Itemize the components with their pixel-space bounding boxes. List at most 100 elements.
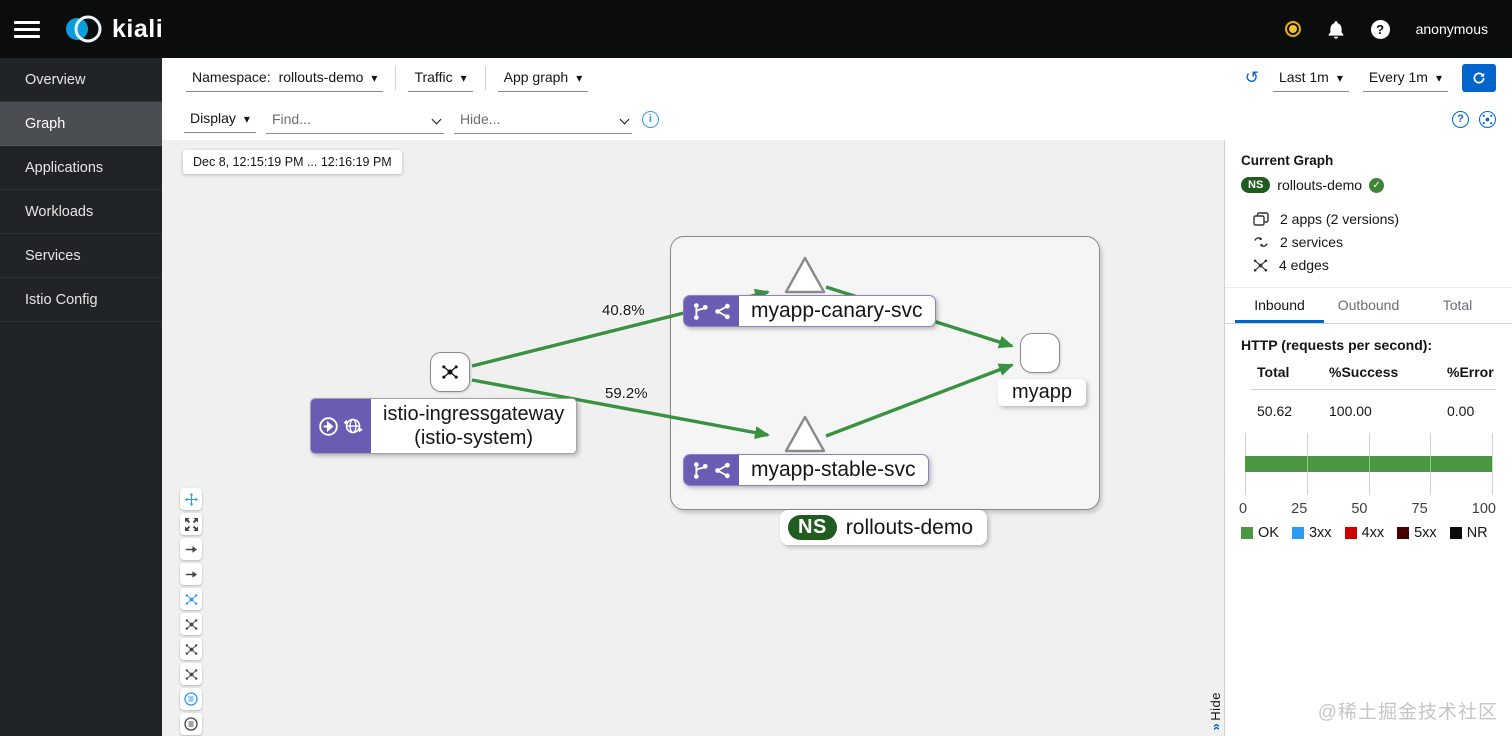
help-icon[interactable]: ? <box>1370 19 1390 39</box>
graph-legend-icon[interactable] <box>1479 110 1496 128</box>
username[interactable]: anonymous <box>1415 21 1488 37</box>
sidebar-item-graph[interactable]: Graph <box>0 102 162 146</box>
duration-dropdown[interactable]: Last 1m <box>1273 65 1349 92</box>
stat-apps: 2 apps (2 versions) <box>1253 211 1496 227</box>
traffic-tabs: Inbound Outbound Total <box>1225 287 1512 324</box>
virtual-service-icon <box>693 302 708 320</box>
node-istio-ingressgateway[interactable] <box>430 352 470 392</box>
graph-canvas[interactable]: Dec 8, 12:15:19 PM ... 12:16:19 PM <box>162 140 1224 736</box>
sidebar-item-istio-config[interactable]: Istio Config <box>0 278 162 322</box>
stat-edges: 4 edges <box>1253 257 1496 273</box>
edges-icon <box>1253 259 1268 271</box>
sidebar-item-workloads[interactable]: Workloads <box>0 190 162 234</box>
workload-mesh-icon <box>442 365 458 379</box>
duration-label: Last 1m <box>1279 68 1329 85</box>
namespace-box-label[interactable]: NS rollouts-demo <box>780 510 988 545</box>
find-hide-help-icon[interactable]: i <box>641 110 659 128</box>
layout-default-button[interactable] <box>180 588 202 610</box>
http-ok-bar <box>1245 456 1492 472</box>
tick-label: 50 <box>1351 501 1368 517</box>
stat-label: 4 edges <box>1279 257 1329 273</box>
applications-icon <box>1253 211 1269 226</box>
legend-swatch <box>1449 527 1462 539</box>
drag-pan-button[interactable] <box>180 488 202 510</box>
graph-time-range: Dec 8, 12:15:19 PM ... 12:16:19 PM <box>183 150 402 174</box>
tab-outbound[interactable]: Outbound <box>1337 297 1400 313</box>
graph-type-dropdown[interactable]: App graph <box>497 65 589 92</box>
sidebar: Overview Graph Applications Workloads Se… <box>0 58 162 736</box>
bar-gridline <box>1368 456 1370 472</box>
http-status-chart: 0 25 50 75 100 OK 3xx 4xx 5xx NR <box>1239 433 1496 541</box>
sidebar-item-label: Applications <box>25 159 104 176</box>
edge-traffic-percent-stable: 59.2% <box>605 385 648 402</box>
cell-error: 0.00 <box>1447 403 1475 419</box>
kiali-logo: kiali <box>62 12 163 46</box>
mesh-status-icon[interactable] <box>1284 21 1301 37</box>
refresh-interval-dropdown[interactable]: Every 1m <box>1362 65 1448 92</box>
stat-label: 2 apps (2 versions) <box>1280 211 1400 227</box>
sidebar-item-applications[interactable]: Applications <box>0 146 162 190</box>
legend-item-nr: NR <box>1449 525 1488 541</box>
chevron-down-icon <box>244 110 250 126</box>
node-myapp-stable-svc[interactable] <box>782 413 828 456</box>
tab-inbound[interactable]: Inbound <box>1235 288 1324 323</box>
chevron-down-icon <box>461 69 467 85</box>
col-header-total: Total <box>1257 364 1290 380</box>
namespace-layout-b-button[interactable] <box>180 713 202 735</box>
sidebar-item-overview[interactable]: Overview <box>0 58 162 102</box>
layout-3-button[interactable] <box>180 663 202 685</box>
legend-swatch <box>1397 527 1410 539</box>
label-myapp[interactable]: myapp <box>998 379 1087 406</box>
hide-all-edges-button[interactable] <box>180 563 202 585</box>
refresh-interval-label: Every 1m <box>1368 68 1428 85</box>
label-myapp-canary-svc[interactable]: myapp-canary-svc <box>683 295 936 327</box>
legend-label: 3xx <box>1308 525 1332 541</box>
display-dropdown[interactable]: Display <box>184 106 256 133</box>
hide-healthy-edges-button[interactable] <box>180 538 202 560</box>
istio-config-ok-icon: ✓ <box>1369 177 1385 193</box>
brand-name: kiali <box>112 14 164 43</box>
display-label: Display <box>190 109 236 126</box>
edge-traffic-percent-canary: 40.8% <box>602 302 645 319</box>
namespace-layout-a-button[interactable] <box>180 688 202 710</box>
panel-namespace-name[interactable]: rollouts-demo <box>1277 177 1363 193</box>
gateway-globe-icon <box>343 418 363 434</box>
label-myapp-stable-svc[interactable]: myapp-stable-svc <box>683 454 929 486</box>
watermark: @稀土掘金技术社区 <box>1317 702 1498 723</box>
app-name: myapp <box>1012 381 1073 403</box>
traffic-dropdown[interactable]: Traffic <box>408 65 473 92</box>
label-istio-ingressgateway[interactable]: istio-ingressgateway (istio-system) <box>310 398 578 454</box>
gateway-badges <box>311 399 371 453</box>
root-arrow-icon <box>319 416 338 436</box>
shortcuts-help-icon[interactable]: ? <box>1452 110 1469 128</box>
hide-input[interactable] <box>453 104 632 134</box>
layout-2-button[interactable] <box>180 638 202 660</box>
http-metrics-title: HTTP (requests per second): <box>1241 337 1433 353</box>
cell-total: 50.62 <box>1257 403 1293 419</box>
legend-item-ok: OK <box>1241 525 1279 541</box>
services-icon <box>1254 237 1268 247</box>
zoom-to-fit-button[interactable] <box>180 513 202 535</box>
graph-tour-toolbar <box>180 488 202 735</box>
refresh-button[interactable] <box>1462 64 1496 92</box>
sidebar-item-label: Overview <box>25 71 86 88</box>
cell-success: 100.00 <box>1329 403 1372 419</box>
time-history-icon[interactable]: ↺ <box>1244 68 1259 87</box>
notifications-bell-icon[interactable] <box>1327 20 1345 39</box>
node-myapp-canary-svc[interactable] <box>782 254 828 297</box>
share-icon <box>715 462 730 478</box>
sidebar-item-services[interactable]: Services <box>0 234 162 278</box>
namespace-dropdown[interactable]: Namespace: rollouts-demo <box>186 65 384 92</box>
namespace-name: rollouts-demo <box>845 515 974 539</box>
layout-1-button[interactable] <box>180 613 202 635</box>
find-input[interactable] <box>265 104 444 134</box>
legend-swatch <box>1344 527 1357 539</box>
stat-services: 2 services <box>1253 234 1496 250</box>
tick-label: 25 <box>1291 501 1308 517</box>
legend-item-4xx: 4xx <box>1344 525 1384 541</box>
hide-panel-toggle[interactable]: Hide <box>1208 692 1223 730</box>
tab-total[interactable]: Total <box>1442 297 1473 313</box>
refresh-icon <box>1473 72 1485 84</box>
node-myapp[interactable] <box>1020 333 1060 373</box>
hamburger-menu-icon[interactable] <box>14 17 40 42</box>
